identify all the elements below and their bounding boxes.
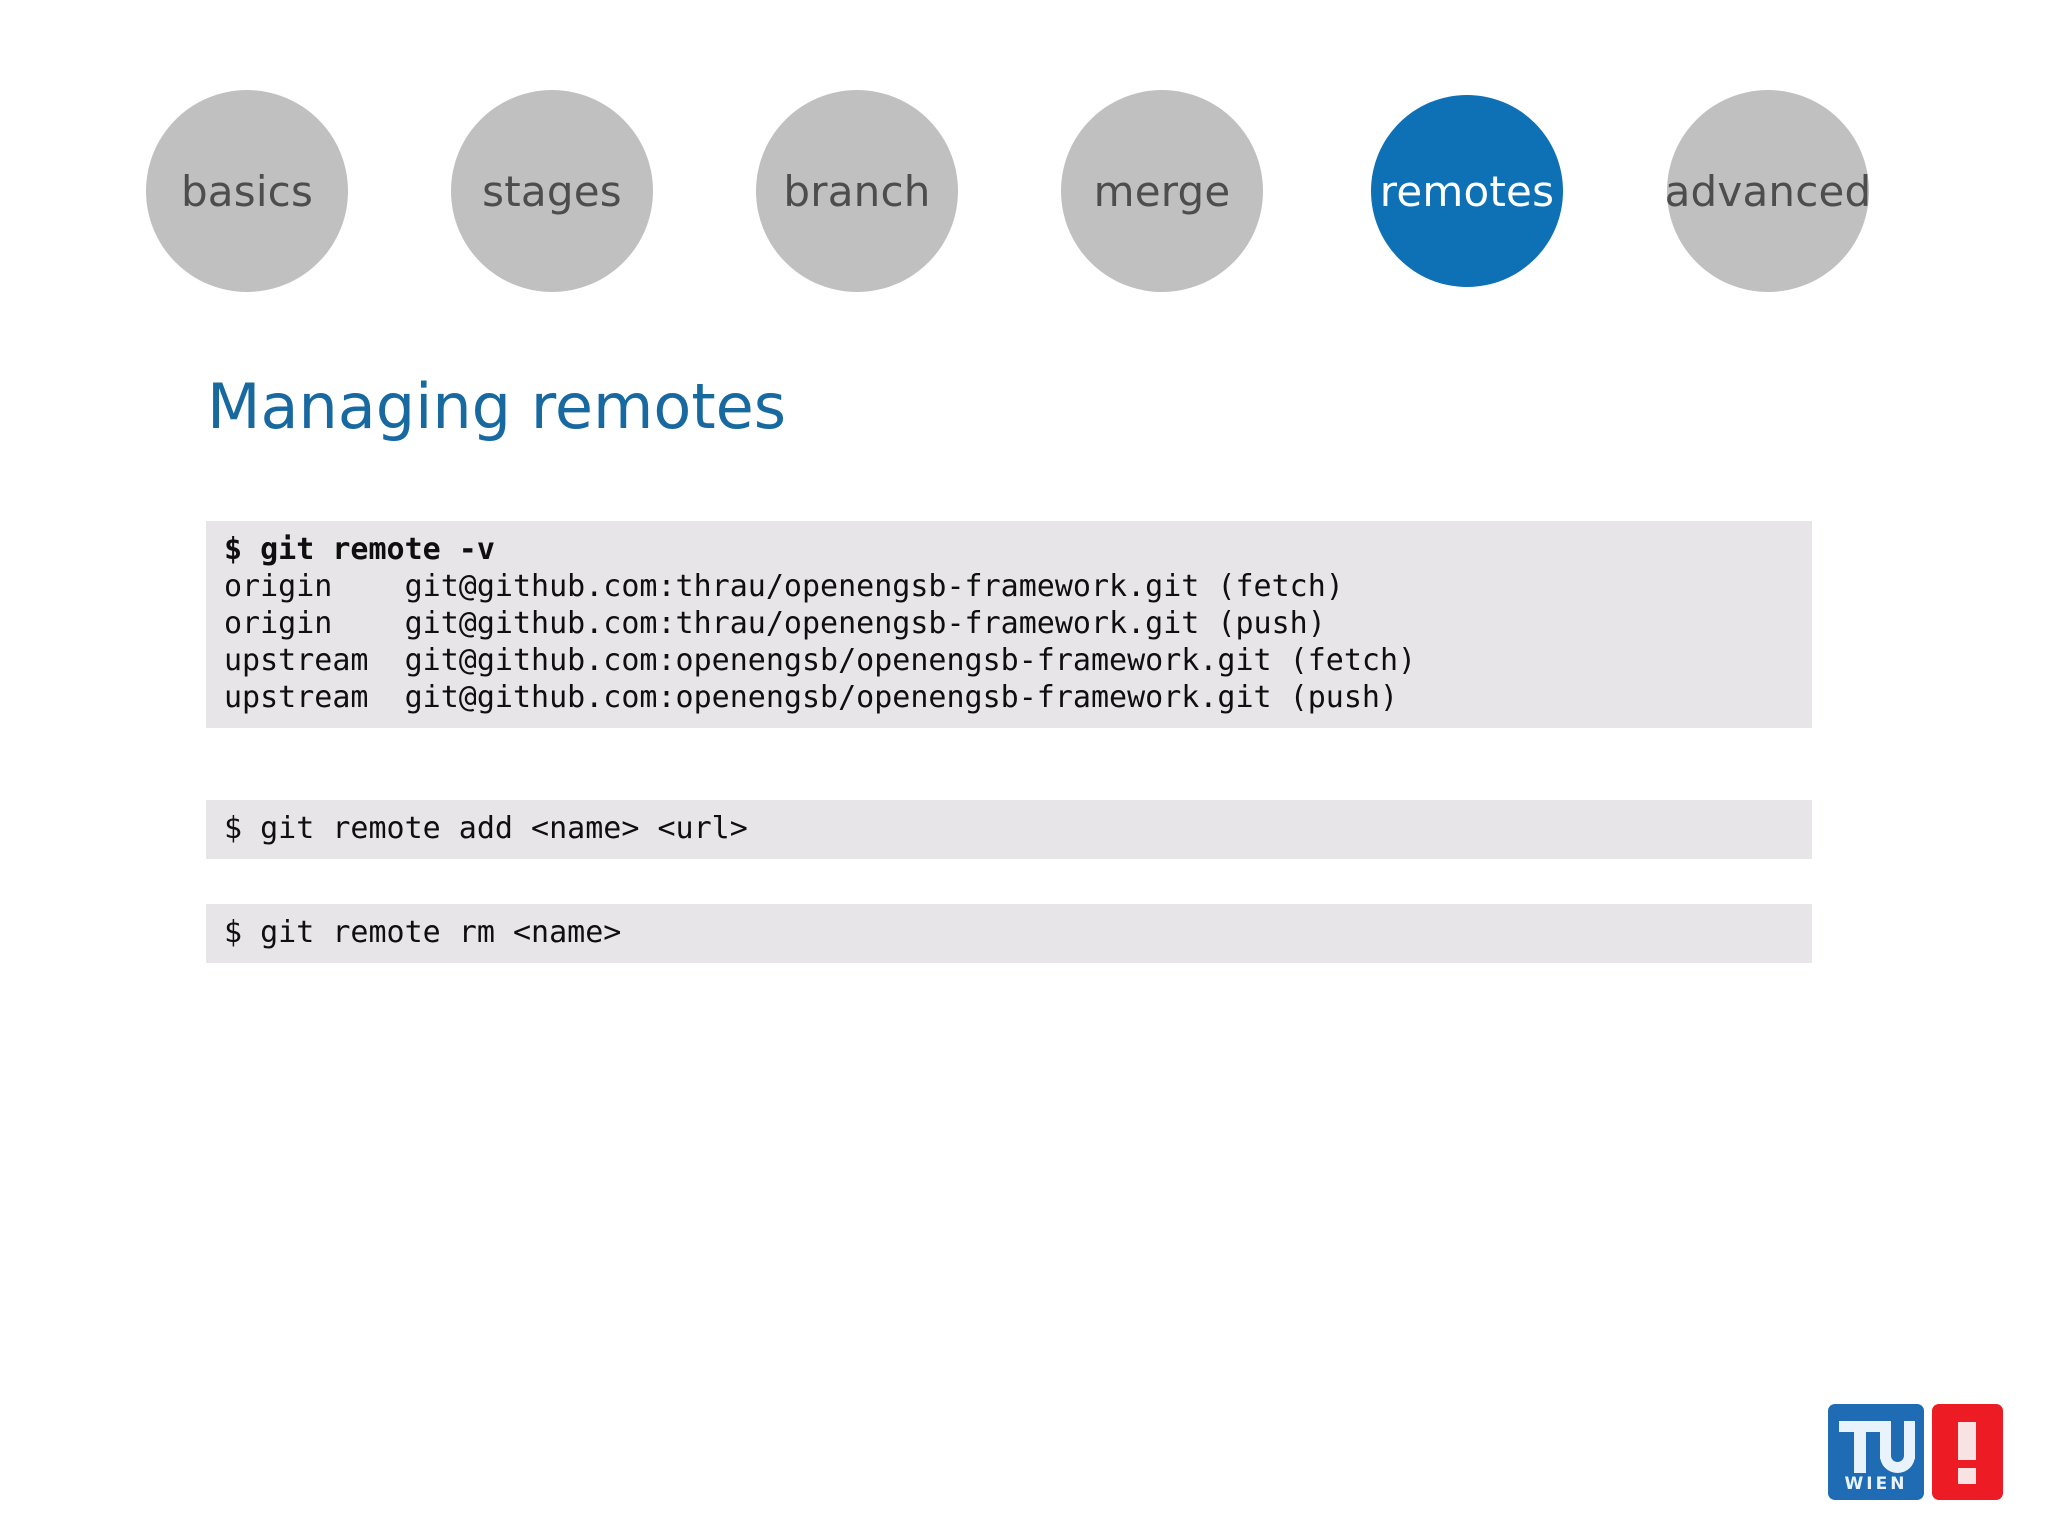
nav-circle-remotes[interactable]: remotes [1371, 95, 1563, 287]
page-title: Managing remotes [207, 370, 787, 443]
code-line: upstream git@github.com:openengsb/openen… [224, 643, 1417, 678]
code-line: $ git remote rm <name> [224, 915, 622, 950]
nav-circle-label: advanced [1664, 166, 1872, 216]
logo-letter-u-left [1880, 1421, 1891, 1459]
code-line: upstream git@github.com:openengsb/openen… [224, 680, 1398, 715]
topic-nav: basics stages branch merge remotes advan… [0, 0, 2048, 300]
nav-circle-label: basics [180, 166, 314, 216]
logo-letter-u-bowl [1880, 1450, 1915, 1473]
nav-circle-label: remotes [1379, 166, 1555, 216]
nav-circle-label: stages [482, 166, 622, 216]
nav-circle-branch[interactable]: branch [756, 90, 958, 292]
logo-wien-text: WIEN [1844, 1474, 1908, 1494]
tu-wien-logo-red-tile [1932, 1404, 2003, 1500]
nav-circle-advanced[interactable]: advanced [1664, 90, 1872, 292]
code-block-remote-add: $ git remote add <name> <url> [206, 800, 1812, 859]
exclamation-icon-stem [1958, 1422, 1976, 1460]
tu-wien-logo-blue-tile: WIEN [1828, 1404, 1924, 1500]
nav-circle-label: merge [1093, 166, 1231, 216]
logo-letter-t-bar [1839, 1421, 1881, 1432]
tu-wien-logo: WIEN [1828, 1404, 2003, 1500]
nav-circle-label: branch [783, 166, 931, 216]
logo-letter-u-right [1904, 1421, 1915, 1459]
code-line: $ git remote -v [224, 532, 495, 567]
code-line: origin git@github.com:thrau/openengsb-fr… [224, 569, 1344, 604]
exclamation-icon-dot [1958, 1468, 1976, 1484]
nav-circle-basics[interactable]: basics [146, 90, 348, 292]
nav-circle-stages[interactable]: stages [451, 90, 653, 292]
code-block-remote-rm: $ git remote rm <name> [206, 904, 1812, 963]
logo-letter-t-stem [1854, 1430, 1866, 1473]
nav-circle-merge[interactable]: merge [1061, 90, 1263, 292]
code-line: origin git@github.com:thrau/openengsb-fr… [224, 606, 1326, 641]
code-line: $ git remote add <name> <url> [224, 811, 748, 846]
